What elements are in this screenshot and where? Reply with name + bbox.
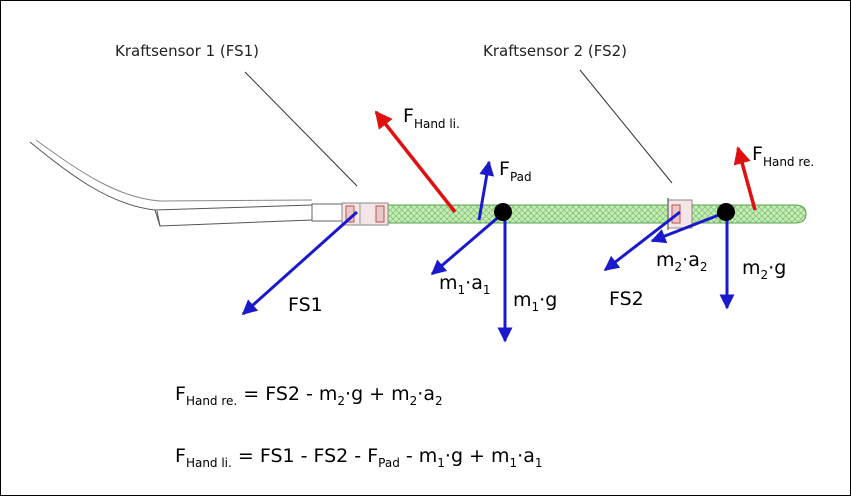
force-sensor-2 (667, 198, 693, 230)
m2-a2-arrow (650, 211, 725, 244)
f-hand-re-arrow (733, 146, 757, 211)
left-handle (29, 139, 343, 227)
sensor-1-label: Kraftsensor 1 (FS1) (115, 42, 259, 60)
mass-center-2 (717, 203, 735, 221)
mass-center-1 (494, 203, 512, 221)
f-hand-re-label: FHand re. (752, 143, 814, 169)
m2-g-label: m2·g (742, 257, 786, 282)
m2-a2-label: m2·a2 (656, 249, 707, 274)
equation-hand-li: FHand li. = FS1 - FS2 - FPad - m1·g + m1… (175, 445, 542, 470)
m1-g-label: m1·g (513, 289, 557, 314)
sensor-2-label: Kraftsensor 2 (FS2) (483, 42, 627, 60)
force-sensor-1 (341, 202, 389, 226)
equation-hand-re: FHand re. = FS2 - m2·g + m2·a2 (175, 383, 443, 408)
f-hand-li-label: FHand li. (403, 105, 460, 131)
m1-a1-label: m1·a1 (439, 272, 490, 297)
fs2-arrow (603, 210, 681, 272)
f-pad-label: FPad (499, 158, 532, 184)
fs1-arrow (241, 210, 359, 316)
m1-a1-arrow (430, 212, 503, 276)
fs1-label: FS1 (288, 294, 323, 316)
leader-line-fs2 (579, 69, 673, 184)
fs2-label: FS2 (609, 288, 644, 310)
leader-line-fs1 (244, 71, 358, 187)
f-pad-arrow (477, 160, 495, 221)
f-hand-li-arrow (374, 110, 457, 214)
